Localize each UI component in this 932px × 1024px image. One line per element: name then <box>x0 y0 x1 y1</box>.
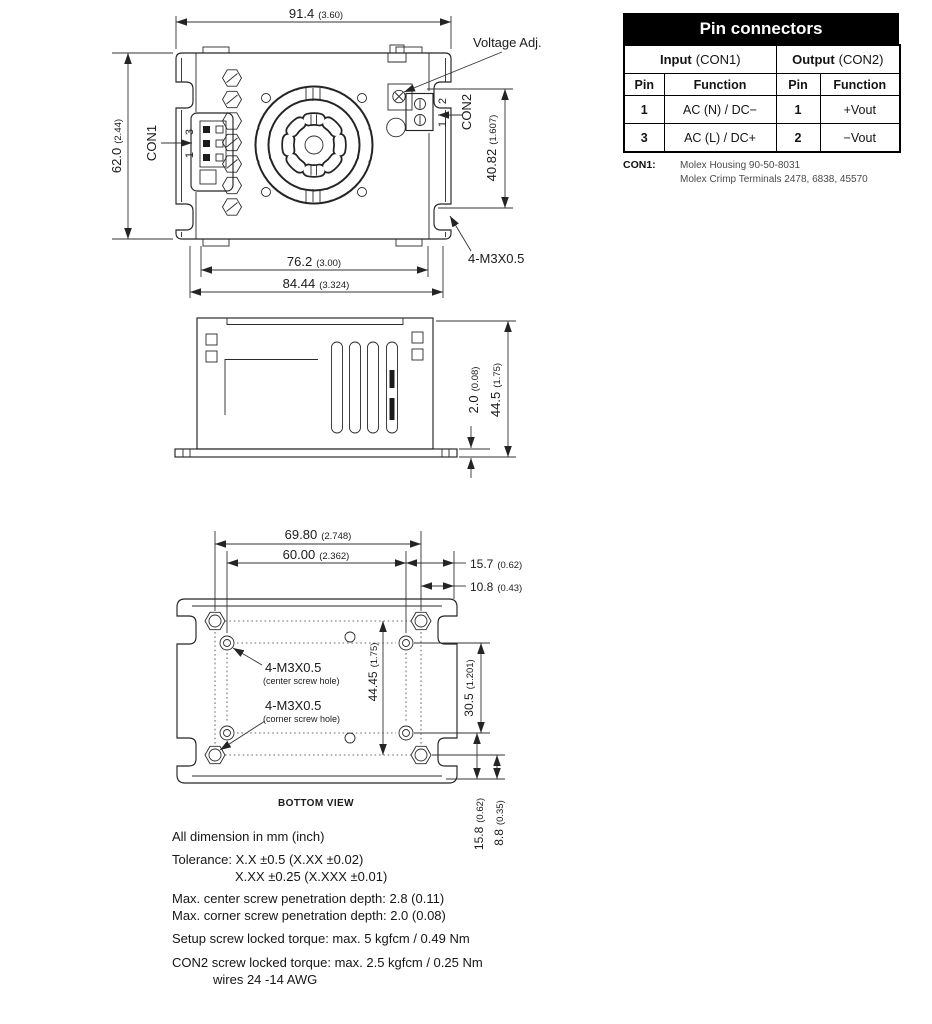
con2-pin1-label: 1 <box>437 121 449 127</box>
dim-15-7: 15.7(0.62) <box>406 557 522 571</box>
bottom-view-caption: BOTTOM VIEW <box>278 798 354 809</box>
dim-10-8: 10.8(0.43) <box>421 580 522 594</box>
dim-30-5: 30.5(1.201) <box>462 643 485 733</box>
table-row: 1 AC (N) / DC− 1 +Vout <box>623 95 901 124</box>
con2-pin2-label: 2 <box>437 98 449 104</box>
voltage-adj-label: Voltage Adj. <box>473 35 542 50</box>
pin-connectors-grid: Input(CON1) Output(CON2) Pin Function Pi… <box>623 44 902 153</box>
con1-footnote-text: Molex Housing 90-50-8031 Molex Crimp Ter… <box>680 160 868 185</box>
dim-outer-84-44: 84.44(3.324) <box>189 246 444 298</box>
dim-44-5-label: 44.5(1.75) <box>488 363 503 417</box>
dim-width-91-4: 91.4(3.60) <box>175 6 452 49</box>
output-pin-2: 2 <box>775 123 821 153</box>
table-row: 3 AC (L) / DC+ 2 −Vout <box>623 123 901 153</box>
corner-screw-label: 4-M3X0.5 <box>265 698 321 713</box>
corner-screw-holes <box>204 611 432 765</box>
fan-grille <box>254 85 374 205</box>
dim-30-5-label: 30.5(1.201) <box>462 659 476 716</box>
pin-connectors-title: Pin connectors <box>623 13 899 44</box>
input-pin-3: 3 <box>623 123 665 153</box>
dim-69-80: 69.80(2.748) <box>215 527 421 548</box>
dim-44-45-label: 44.45(1.75) <box>366 643 380 702</box>
dim-60-00-label: 60.00(2.362) <box>283 547 350 562</box>
col-header-pin-output: Pin <box>775 73 821 96</box>
con1-pin1-label: 1 <box>184 152 196 158</box>
con1-footnote-label: CON1: <box>623 159 656 171</box>
bottom-view-drawing: 69.80(2.748) 60.00(2.362) 15.7(0.62) 10.… <box>176 527 522 850</box>
note-con2-torque: CON2 screw locked torque: max. 2.5 kgfcm… <box>172 955 483 970</box>
note-tolerance-1: Tolerance: X.X ±0.5 (X.XX ±0.02) <box>172 852 364 867</box>
note-setup-torque: Setup screw locked torque: max. 5 kgfcm … <box>172 931 470 946</box>
note-corner-depth: Max. corner screw penetration depth: 2.0… <box>172 908 446 923</box>
case-outline <box>175 46 452 247</box>
voltage-pot <box>386 44 413 138</box>
note-con2-wires: wires 24 -14 AWG <box>213 972 318 987</box>
dim-44-45: 44.45(1.75) <box>366 621 387 755</box>
dim-40-82-label: 40.82(1.607) <box>484 115 499 182</box>
con1-pin3-label: 3 <box>184 129 196 135</box>
note-units: All dimension in mm (inch) <box>172 829 325 844</box>
con2-terminal <box>405 92 434 132</box>
dim-8-8: 8.8(0.35) <box>492 755 506 846</box>
dim-10-8-label: 10.8(0.43) <box>470 580 522 594</box>
top-view-drawing: 91.4(3.60) 62.0(2.44) 40.82(1.607) 76.2(… <box>109 6 542 298</box>
pin-connectors-table: Pin connectors Input(CON1) Output(CON2) … <box>623 13 902 187</box>
dim-60-00: 60.00(2.362) <box>227 547 406 567</box>
con1-connector <box>190 112 234 192</box>
dim-62-0-label: 62.0(2.44) <box>109 119 124 173</box>
note-center-depth: Max. center screw penetration depth: 2.8… <box>172 891 445 906</box>
col-header-pin-input: Pin <box>623 73 665 96</box>
input-pin-1: 1 <box>623 95 665 124</box>
note-tolerance-2: X.XX ±0.25 (X.XXX ±0.01) <box>235 869 388 884</box>
dim-8-8-label: 8.8(0.35) <box>492 800 506 846</box>
col-header-function-output: Function <box>819 73 901 96</box>
dim-inner-76-2: 76.2(3.00) <box>200 246 429 277</box>
dim-2-0-label: 2.0(0.08) <box>466 367 481 414</box>
dim-15-7-label: 15.7(0.62) <box>470 557 522 571</box>
dim-15-8: 15.8(0.62) <box>472 733 486 850</box>
con1-footnote: CON1: Molex Housing 90-50-8031 Molex Cri… <box>623 159 899 187</box>
col-header-function-input: Function <box>663 73 777 96</box>
input-fn-3: AC (L) / DC+ <box>663 123 777 153</box>
screw-callout-label: 4-M3X0.5 <box>468 251 524 266</box>
dim-69-80-label: 69.80(2.748) <box>285 527 352 542</box>
dim-con2-40-82: 40.82(1.607) <box>427 88 513 209</box>
con2-label: CON2 <box>459 94 474 130</box>
center-screw-label: 4-M3X0.5 <box>265 660 321 675</box>
dim-base-2-0: 2.0(0.08) <box>459 367 516 478</box>
vent-hexagons <box>221 69 243 216</box>
center-screw-note: (center screw hole) <box>263 676 340 686</box>
side-view-drawing: 2.0(0.08) 44.5(1.75) <box>174 317 516 478</box>
output-fn-2: −Vout <box>819 123 901 153</box>
dim-height-62-0: 62.0(2.44) <box>109 52 173 240</box>
output-group-header: Output(CON2) <box>775 44 901 74</box>
center-screw-holes <box>219 635 414 741</box>
output-fn-1: +Vout <box>819 95 901 124</box>
output-pin-1: 1 <box>775 95 821 124</box>
input-group-header: Input(CON1) <box>623 44 777 74</box>
dim-76-2-label: 76.2(3.00) <box>287 254 341 269</box>
dim-84-44-label: 84.44(3.324) <box>283 276 350 291</box>
dim-91-4-label: 91.4(3.60) <box>289 6 343 21</box>
dim-height-44-5: 44.5(1.75) <box>436 320 516 457</box>
corner-screw-note: (corner screw hole) <box>263 714 340 724</box>
input-fn-1: AC (N) / DC− <box>663 95 777 124</box>
dim-15-8-label: 15.8(0.62) <box>472 798 486 850</box>
con1-label: CON1 <box>144 125 159 161</box>
